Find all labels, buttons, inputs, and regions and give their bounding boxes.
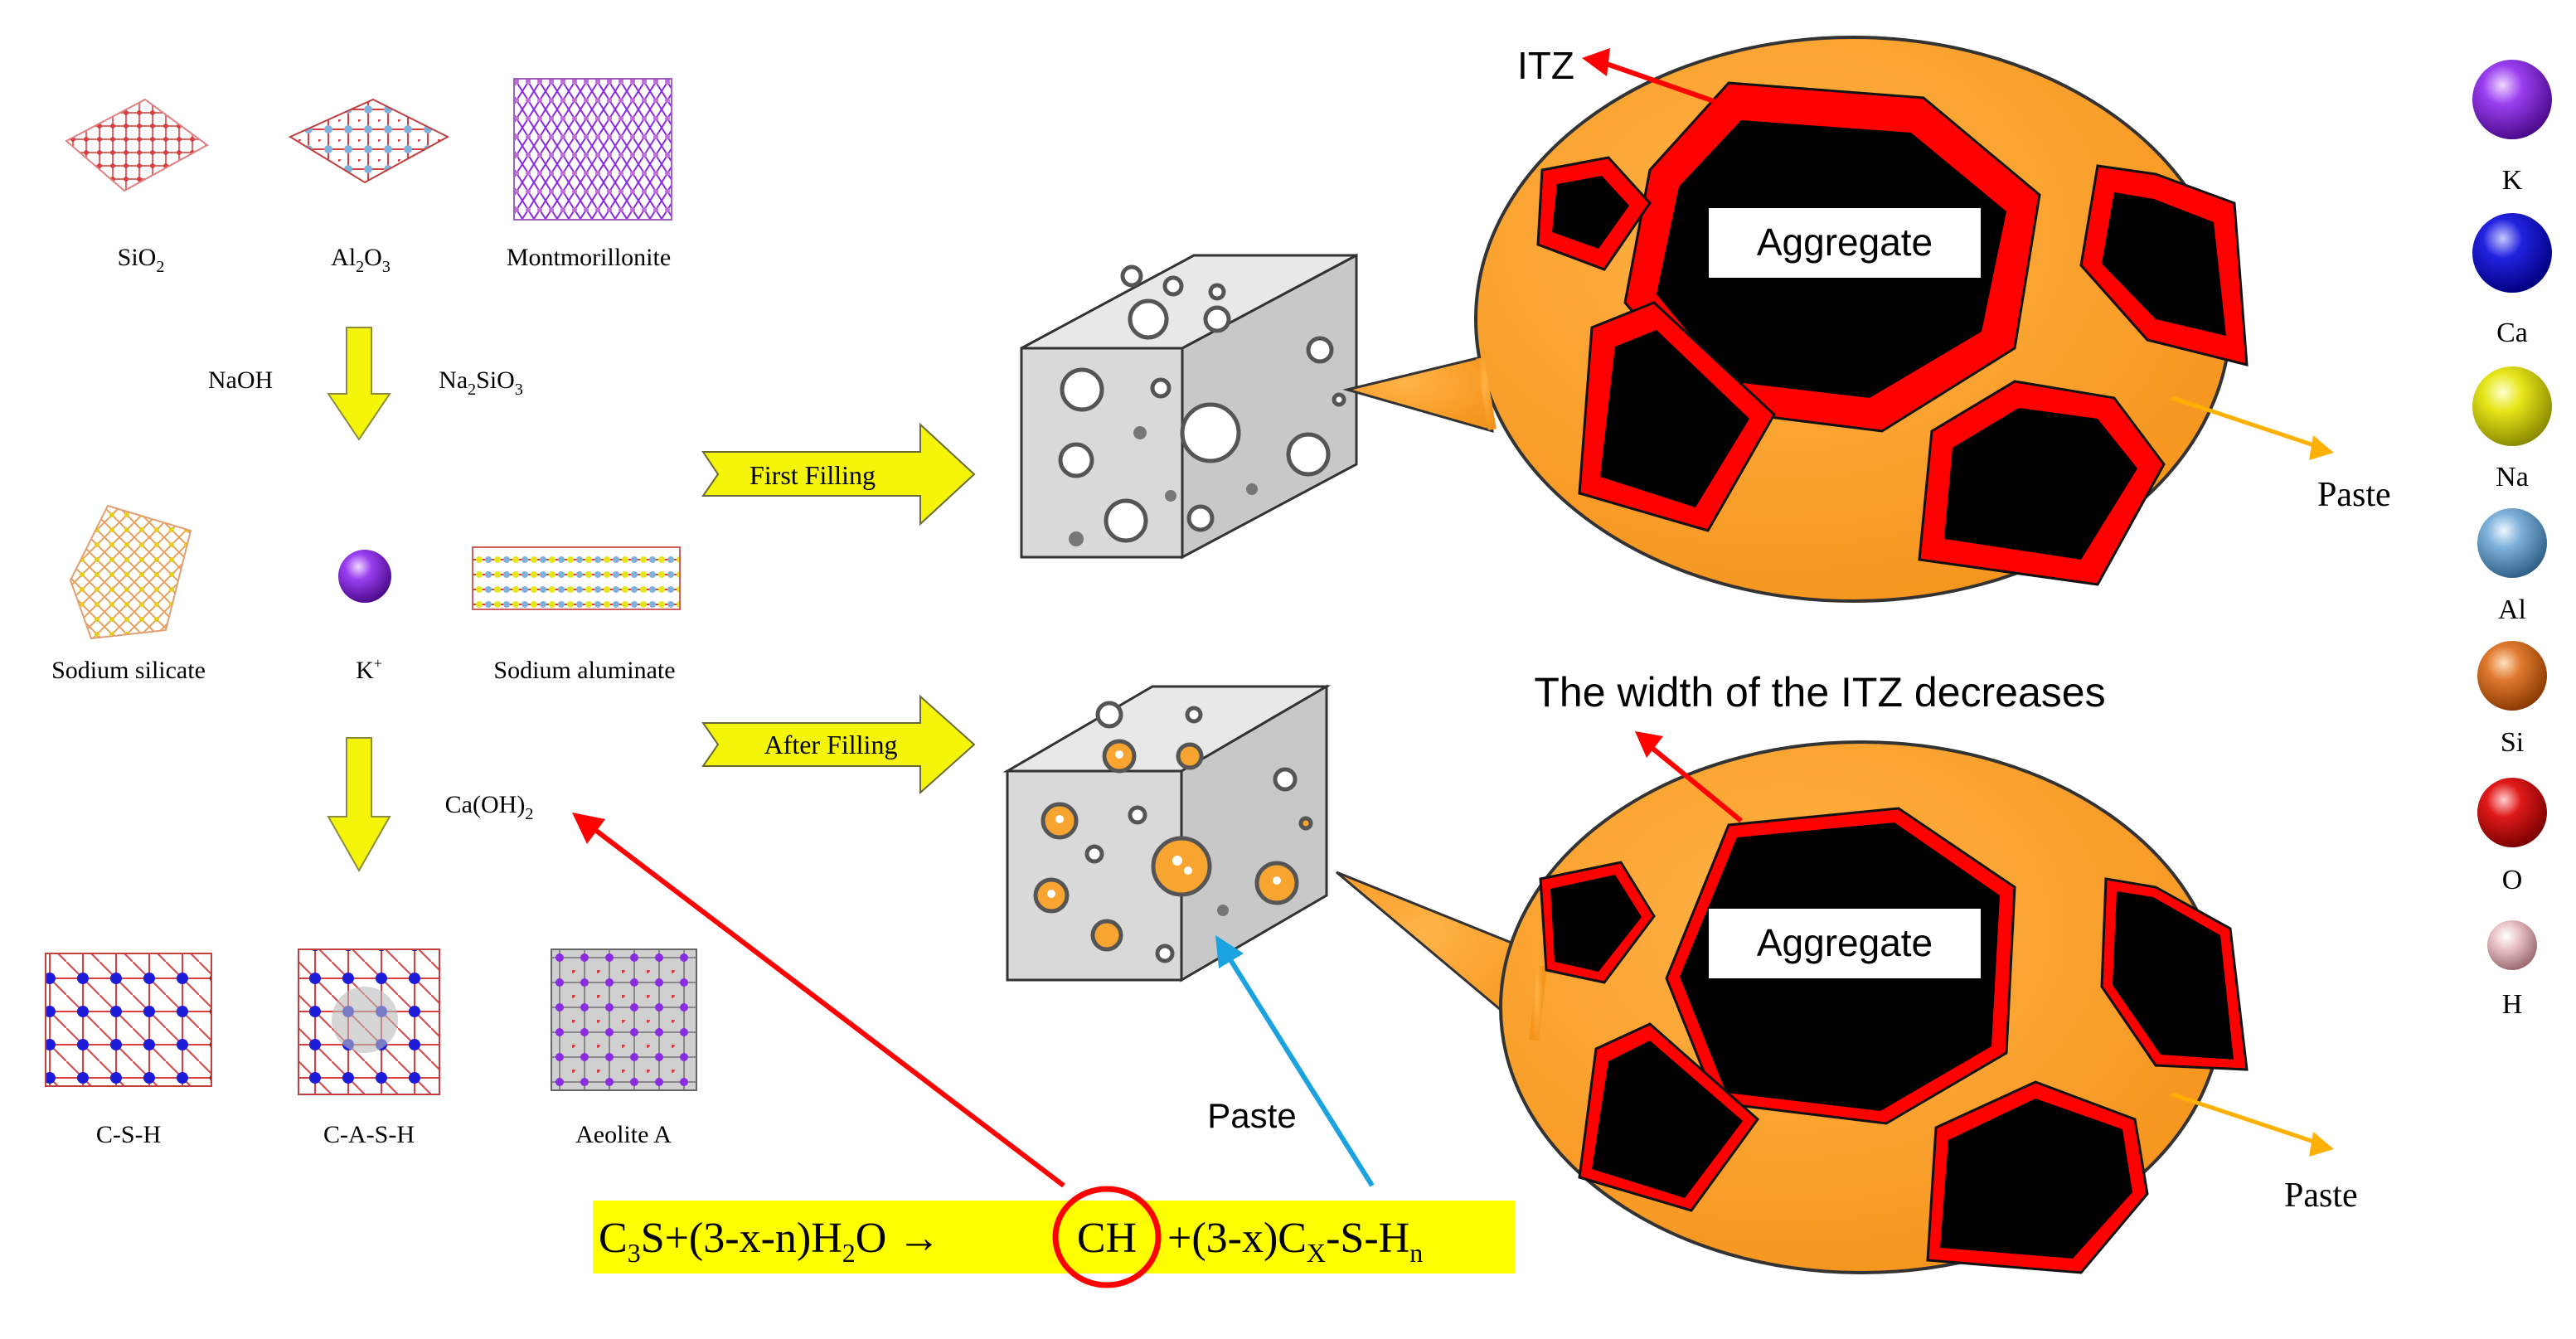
structure-montmorillonite bbox=[513, 78, 672, 221]
svg-text:+(3-x)CX-S-Hn: +(3-x)CX-S-Hn bbox=[1167, 1215, 1423, 1268]
csh-label: C-S-H bbox=[96, 1121, 161, 1148]
cube-before-filling bbox=[1020, 253, 1358, 560]
calcium-hydroxide-label: Ca(OH)2 bbox=[445, 791, 534, 823]
svg-text:Ca: Ca bbox=[2496, 318, 2528, 348]
svg-text:Al: Al bbox=[2498, 594, 2526, 625]
svg-text:Aggregate: Aggregate bbox=[1757, 221, 1933, 264]
montmorillonite-label: Montmorillonite bbox=[507, 244, 671, 271]
cube-after-filling bbox=[1002, 684, 1332, 982]
potassium-label: K+ bbox=[356, 655, 382, 684]
down-arrow-1 bbox=[327, 327, 391, 441]
svg-text:Paste: Paste bbox=[2317, 476, 2391, 514]
al2o3-label: Al2O3 bbox=[331, 244, 391, 276]
zoom-view-before: Aggregate ITZ Paste bbox=[1342, 36, 2391, 603]
sodium-silicate-label: Sodium silicate bbox=[51, 657, 206, 684]
svg-text:C3S+(3-x-n)H2O →: C3S+(3-x-n)H2O → bbox=[599, 1215, 940, 1268]
first-filling-arrow: First Filling bbox=[701, 422, 976, 526]
after-filling-arrow: After Filling bbox=[701, 694, 976, 795]
svg-text:ITZ: ITZ bbox=[1517, 44, 1574, 87]
svg-text:K: K bbox=[2502, 165, 2523, 196]
svg-text:After Filling: After Filling bbox=[764, 730, 898, 759]
ch-term: CH bbox=[1077, 1215, 1137, 1262]
ch-to-caoh2-arrow bbox=[572, 813, 1065, 1188]
sodium-aluminate-label: Sodium aluminate bbox=[493, 657, 675, 684]
element-legend: K Ca Na Al Si O H bbox=[2472, 60, 2552, 1020]
sio2-label: SiO2 bbox=[118, 244, 165, 276]
svg-text:Paste: Paste bbox=[1207, 1096, 1296, 1135]
svg-text:Na: Na bbox=[2496, 462, 2529, 492]
structure-sodium-silicate bbox=[69, 504, 192, 640]
structure-sio2 bbox=[65, 98, 209, 192]
svg-text:O: O bbox=[2502, 865, 2523, 895]
structure-al2o3 bbox=[288, 98, 450, 184]
svg-text:Paste: Paste bbox=[2284, 1176, 2358, 1215]
svg-text:First Filling: First Filling bbox=[750, 460, 876, 490]
structure-sodium-aluminate bbox=[472, 546, 681, 610]
structure-zeolite-a bbox=[551, 948, 697, 1091]
hydration-equation: C3S+(3-x-n)H2O → CH +(3-x)CX-S-Hn bbox=[593, 1186, 1515, 1288]
paste-pointer: Paste bbox=[1207, 935, 1375, 1187]
svg-text:Aggregate: Aggregate bbox=[1757, 921, 1933, 964]
potassium-ion bbox=[338, 550, 391, 603]
structure-csh bbox=[45, 953, 212, 1087]
cash-label: C-A-S-H bbox=[323, 1121, 415, 1148]
svg-text:H: H bbox=[2502, 989, 2523, 1020]
svg-text:The width of the ITZ decreases: The width of the ITZ decreases bbox=[1534, 669, 2105, 716]
na2sio3-label: Na2SiO3 bbox=[439, 366, 523, 399]
structure-cash bbox=[298, 948, 440, 1095]
zoom-view-after: Aggregate The width of the ITZ decreases… bbox=[1336, 669, 2358, 1274]
zeolite-a-label: Aeolite A bbox=[575, 1121, 672, 1148]
svg-text:Si: Si bbox=[2501, 727, 2524, 758]
naoh-label: NaOH bbox=[208, 366, 273, 394]
down-arrow-2 bbox=[327, 737, 391, 873]
